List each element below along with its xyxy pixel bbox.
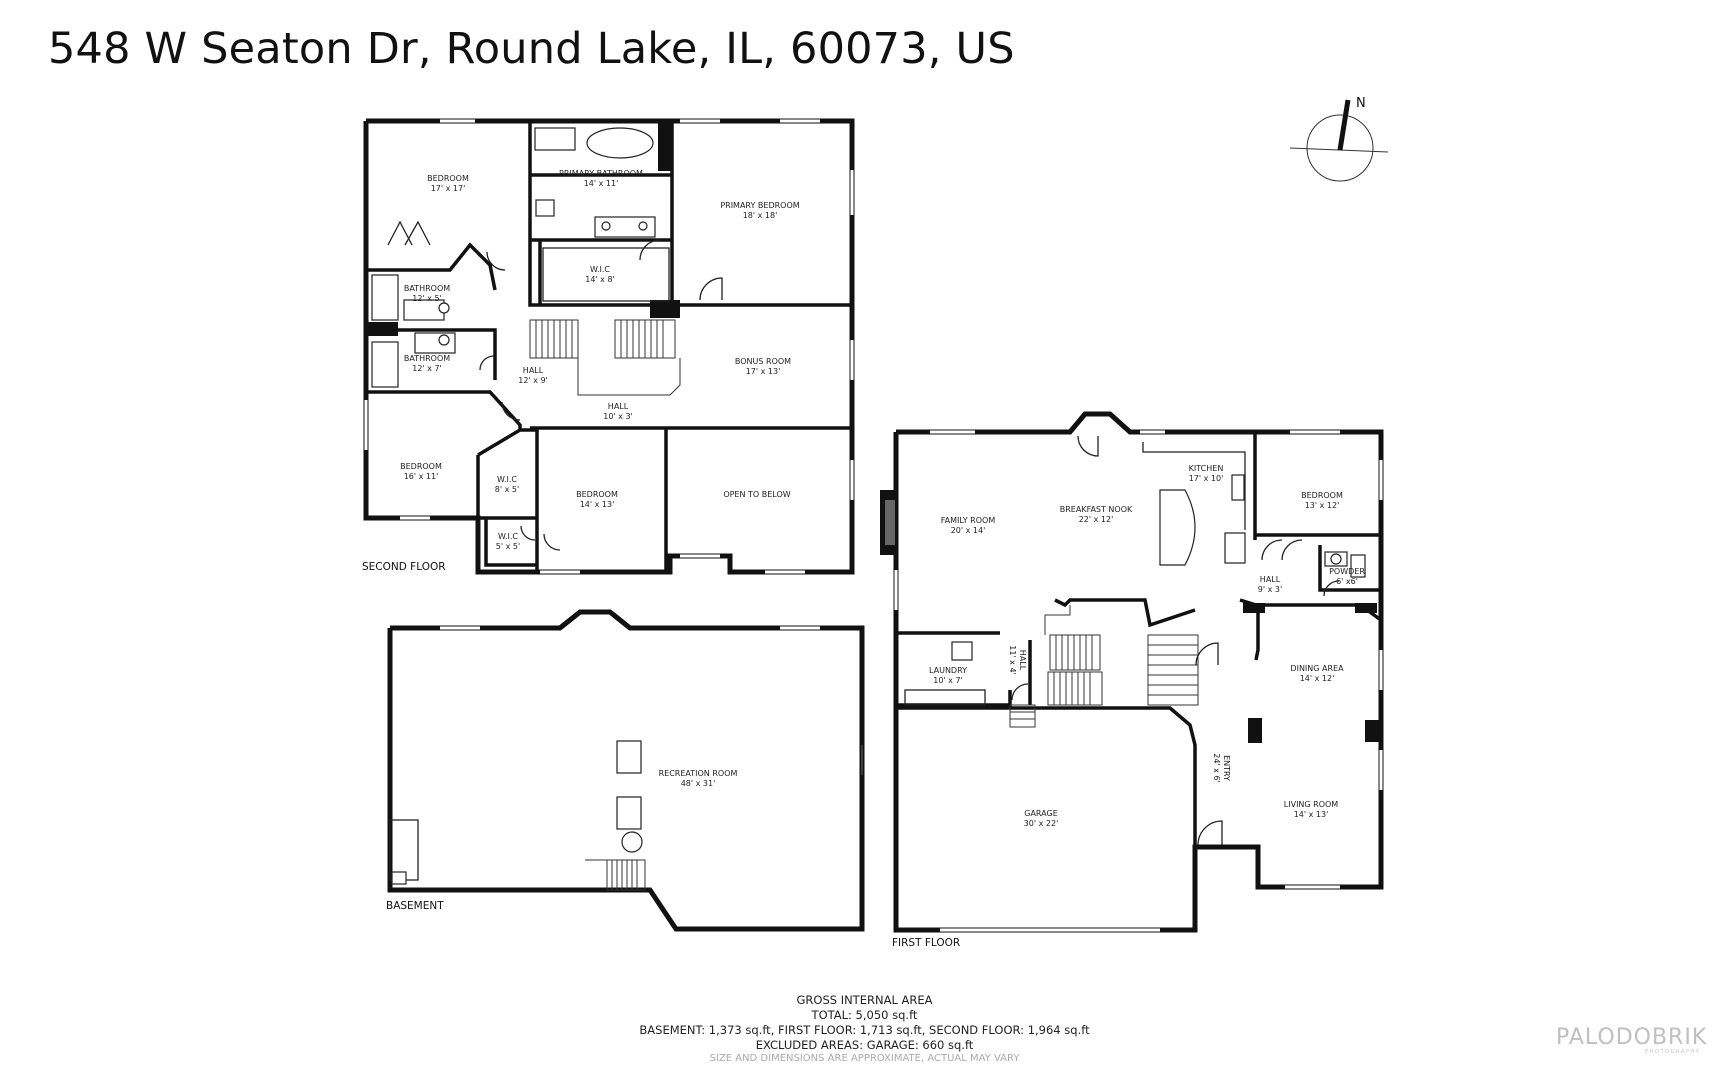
room-name: HALL [1260, 575, 1281, 584]
room-dimensions: 13' x 12' [1305, 501, 1340, 510]
room-dimensions: 14' x 13' [1294, 810, 1329, 819]
room-name: OPEN TO BELOW [723, 490, 790, 499]
basement-plan: RECREATION ROOM 48' x 31' BASEMENT [386, 609, 865, 932]
room-dimensions: 9' x 3' [1258, 585, 1282, 594]
room-dimensions: 12' x 9' [518, 376, 548, 385]
area-disclaimer: SIZE AND DIMENSIONS ARE APPROXIMATE, ACT… [709, 1053, 1020, 1064]
brand-logo-subtitle: PHOTOGRAPHY [1645, 1049, 1701, 1055]
room-name: BREAKFAST NOOK [1060, 505, 1133, 514]
room-dimensions: 11' x 4' [1008, 645, 1017, 675]
compass-label: N [1356, 96, 1366, 111]
room-name: BEDROOM [576, 490, 618, 499]
area-excluded: EXCLUDED AREAS: GARAGE: 660 sq.ft [755, 1038, 974, 1052]
room-dimensions: 48' x 31' [681, 779, 716, 788]
room-name: BATHROOM [404, 284, 450, 293]
room-dimensions: 10' x 7' [933, 676, 963, 685]
room-name: W.I.C [590, 265, 610, 274]
room-name: ENTRY [1222, 755, 1231, 781]
area-heading: GROSS INTERNAL AREA [796, 993, 933, 1007]
room-name: HALL [523, 366, 544, 375]
first-floor-plan: FAMILY ROOM 20' x 14' BREAKFAST NOOK 22'… [880, 411, 1384, 949]
area-breakdown: BASEMENT: 1,373 sq.ft, FIRST FLOOR: 1,71… [639, 1023, 1090, 1037]
room-dimensions: 14' x 11' [584, 179, 619, 188]
compass-icon: N [1289, 96, 1389, 182]
room-name: LIVING ROOM [1284, 800, 1339, 809]
room-dimensions: 16' x 11' [404, 472, 439, 481]
room-name: W.I.C [498, 532, 518, 541]
room-name: BEDROOM [1301, 491, 1343, 500]
room-name: W.I.C [497, 475, 517, 484]
room-dimensions: 20' x 14' [951, 526, 986, 535]
room-dimensions: 14' x 8' [585, 275, 615, 284]
room-name: BATHROOM [404, 354, 450, 363]
room-name: RECREATION ROOM [659, 769, 738, 778]
room-name: POWDER [1329, 567, 1365, 576]
room-dimensions: 17' x 13' [746, 367, 781, 376]
room-dimensions: 17' x 17' [431, 184, 466, 193]
room-dimensions: 12' x 5' [412, 294, 442, 303]
room-dimensions: 14' x 13' [580, 500, 615, 509]
floor-label: SECOND FLOOR [362, 561, 446, 573]
room-name: GARAGE [1024, 809, 1058, 818]
room-dimensions: 5' x 5' [496, 542, 520, 551]
room-dimensions: 30' x 22' [1024, 819, 1059, 828]
room-name: DINING AREA [1290, 664, 1344, 673]
room-dimensions: 12' x 7' [412, 364, 442, 373]
room-dimensions: 24' x 6' [1212, 753, 1221, 783]
room-name: BEDROOM [400, 462, 442, 471]
room-dimensions: 10' x 3' [603, 412, 633, 421]
area-total: TOTAL: 5,050 sq.ft [811, 1008, 918, 1022]
room-dimensions: 22' x 12' [1079, 515, 1114, 524]
second-floor-plan: BEDROOM 17' x 17' PRIMARY BATHROOM 14' x… [362, 118, 855, 575]
room-name: PRIMARY BATHROOM [559, 169, 643, 178]
brand-logo: PALODOBRIK [1556, 1025, 1708, 1050]
room-dimensions: 14' x 12' [1300, 674, 1335, 683]
room-dimensions: 8' x 5' [495, 485, 519, 494]
floor-label: FIRST FLOOR [892, 937, 960, 949]
room-name: LAUNDRY [929, 666, 967, 675]
room-name: FAMILY ROOM [941, 516, 996, 525]
room-name: BONUS ROOM [735, 357, 791, 366]
room-dimensions: 17' x 10' [1189, 474, 1224, 483]
room-name: BEDROOM [427, 174, 469, 183]
room-dimensions: 6' x6' [1336, 577, 1358, 586]
page-title: 548 W Seaton Dr, Round Lake, IL, 60073, … [48, 24, 1015, 74]
floor-label: BASEMENT [386, 900, 444, 912]
room-name: HALL [1018, 650, 1027, 671]
room-dimensions: 18' x 18' [743, 211, 778, 220]
room-name: KITCHEN [1189, 464, 1224, 473]
room-name: PRIMARY BEDROOM [720, 201, 799, 210]
room-name: HALL [608, 402, 629, 411]
